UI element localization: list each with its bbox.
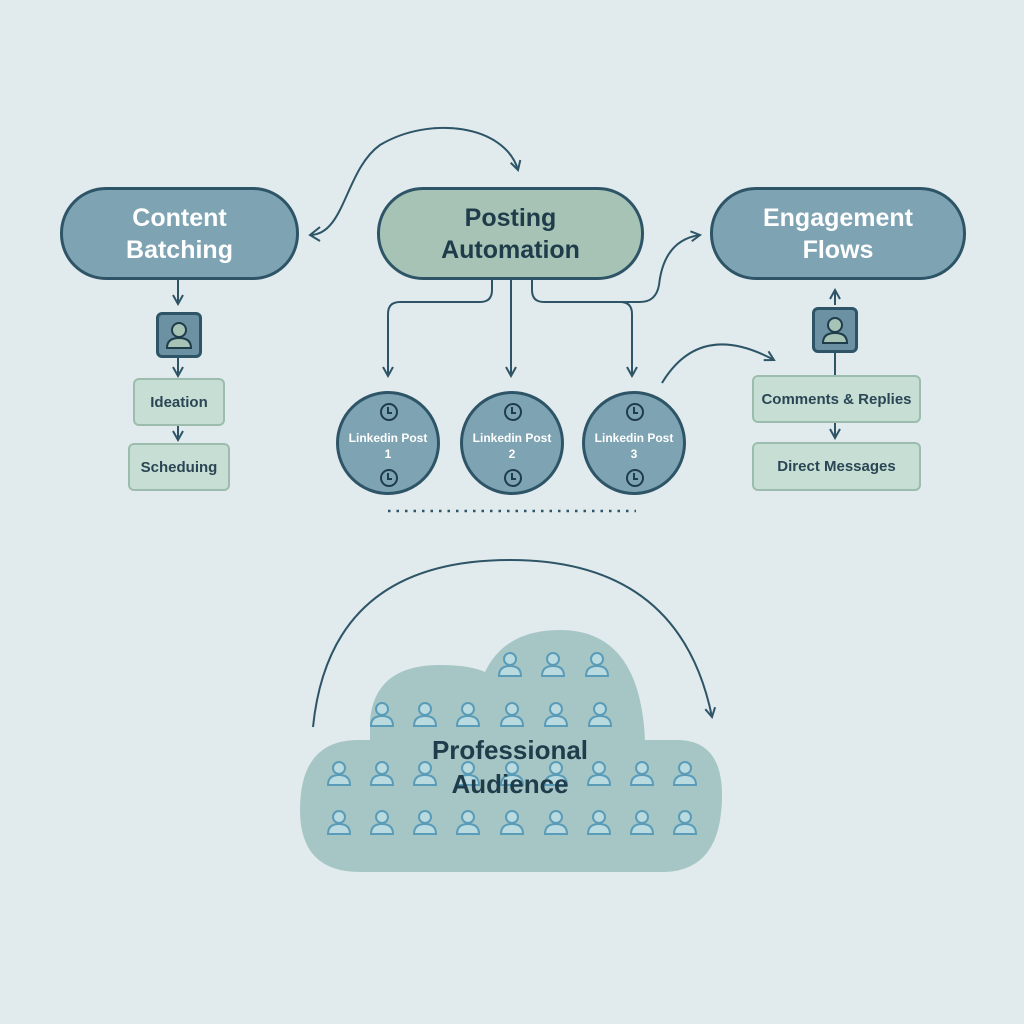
audience-label-line2: Audience	[451, 769, 569, 799]
branch-arrow-engagement	[620, 235, 700, 303]
post-number: 2	[508, 447, 516, 461]
step-comments-replies[interactable]: Comments & Replies	[752, 375, 921, 423]
content-batching-label-line1: Content	[132, 203, 227, 232]
step-direct-messages[interactable]: Direct Messages	[752, 442, 921, 491]
post-title: Linkedin Post	[472, 431, 552, 445]
engagement-flows-label-line2: Flows	[802, 235, 874, 264]
cloud-shape	[300, 630, 722, 872]
clock-icon	[503, 468, 523, 488]
posting-automation-label-line1: Posting	[464, 203, 557, 232]
audience-arc-arrow	[312, 558, 712, 728]
post-title: Linkedin Post	[348, 431, 428, 445]
engagement-flows-label-line1: Engagement	[762, 203, 914, 232]
user-icon	[821, 317, 849, 344]
clock-icon	[625, 402, 645, 422]
linkedin-post-1[interactable]: Linkedin Post 1	[336, 391, 440, 495]
clock-icon	[379, 468, 399, 488]
linkedin-post-2[interactable]: Linkedin Post 2	[460, 391, 564, 495]
loop-arrow-head-left	[308, 226, 321, 242]
loop-arrow	[309, 126, 518, 236]
posts-to-engagement-arrow	[661, 343, 774, 384]
content-user-tile	[156, 312, 202, 358]
post-number: 1	[384, 447, 392, 461]
content-batching-node[interactable]: Content Batching	[60, 187, 299, 280]
linkedin-post-3[interactable]: Linkedin Post 3	[582, 391, 686, 495]
step-scheduling[interactable]: Scheduing	[128, 443, 230, 491]
post-number: 3	[630, 447, 638, 461]
engagement-user-tile	[812, 307, 858, 353]
step-ideation[interactable]: Ideation	[133, 378, 225, 426]
content-batching-label-line2: Batching	[126, 235, 233, 264]
engagement-flows-node[interactable]: Engagement Flows	[710, 187, 966, 280]
audience-label: Professional Audience	[380, 733, 640, 801]
posting-automation-node[interactable]: Posting Automation	[377, 187, 644, 280]
branch-arrow-post-3	[531, 280, 632, 376]
posting-automation-label-line2: Automation	[441, 235, 580, 264]
post-title: Linkedin Post	[594, 431, 674, 445]
user-icon	[165, 322, 193, 349]
clock-icon	[503, 402, 523, 422]
clock-icon	[379, 402, 399, 422]
branch-arrow-post-1	[388, 280, 493, 376]
clock-icon	[625, 468, 645, 488]
audience-label-line1: Professional	[431, 735, 589, 765]
